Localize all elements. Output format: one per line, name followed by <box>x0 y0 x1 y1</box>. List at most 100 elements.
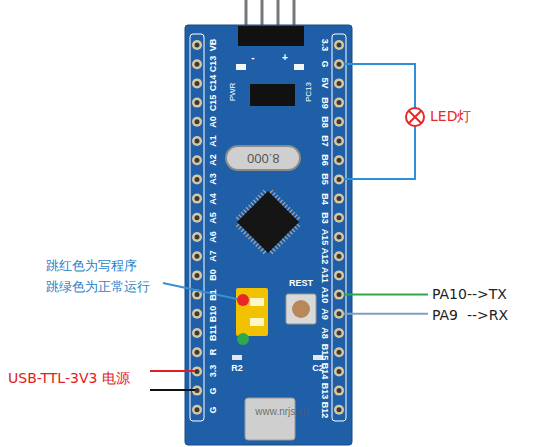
pin-label: B13 <box>320 382 329 399</box>
pin-hole-center <box>337 254 342 259</box>
mcu-pin <box>248 204 252 208</box>
mcu-pin <box>243 209 247 213</box>
jumper-cap <box>250 318 264 326</box>
mcu-pin <box>289 209 293 213</box>
pin-hole-center <box>337 369 342 374</box>
pin-hole-center <box>337 158 342 163</box>
pin-hole-center <box>337 273 342 278</box>
header-base <box>238 26 304 46</box>
pin-label: A10 <box>320 286 329 303</box>
resistor <box>232 355 242 360</box>
jumper-cap <box>250 298 264 306</box>
pin-label: A3 <box>209 174 218 186</box>
pin-hole-center <box>195 331 200 336</box>
mcu-pin <box>297 224 301 228</box>
mcu-pin <box>272 248 276 252</box>
mcu-pin <box>246 207 250 211</box>
pin-label: A2 <box>209 154 218 166</box>
mcu-pin <box>255 243 259 247</box>
pin-hole-center <box>195 273 200 278</box>
pin-label: B5 <box>320 174 329 186</box>
pin-hole <box>334 405 344 415</box>
mcu-pin <box>270 190 274 194</box>
pin-hole <box>334 270 344 280</box>
pin-hole <box>192 270 202 280</box>
power-wire <box>150 370 195 372</box>
reset-cap <box>292 300 310 318</box>
pin-label: B7 <box>320 135 329 147</box>
pin-hole <box>334 251 344 261</box>
pin-label: B15 <box>320 344 329 361</box>
pin-hole <box>334 213 344 223</box>
pin-hole-center <box>337 119 342 124</box>
pin-hole <box>334 232 344 242</box>
pin-label: 3.3 <box>209 365 218 378</box>
pin-label: C14 <box>209 75 218 92</box>
usb-connector <box>245 398 295 440</box>
boot-jumper <box>236 288 268 336</box>
pin-label: G <box>209 387 218 394</box>
pin-label: R <box>209 349 218 356</box>
pin-hole <box>192 136 202 146</box>
mcu-pin <box>297 217 301 221</box>
mcu-pin <box>236 217 240 221</box>
mcu-pin <box>294 214 298 218</box>
pin-hole-center <box>195 139 200 144</box>
pin-label: B3 <box>320 212 329 224</box>
pin-label: 3.3 <box>320 39 329 52</box>
mcu-pin <box>250 238 254 242</box>
pin-label: C15 <box>209 94 218 111</box>
silk-label: PWR <box>229 83 237 102</box>
pin-hole-center <box>195 350 200 355</box>
silk-outline <box>332 34 346 421</box>
pin-label: B8 <box>320 116 329 128</box>
pin-hole-center <box>195 177 200 182</box>
pin-label: B1 <box>209 289 218 301</box>
pin-hole-center <box>195 254 200 259</box>
pin-label: B0 <box>209 270 218 282</box>
pin-hole-center <box>195 81 200 86</box>
led-wire <box>344 64 415 179</box>
polarity-mark: - <box>251 53 254 63</box>
mcu-pin <box>241 229 245 233</box>
pin-label: A9 <box>320 308 329 320</box>
mcu-body <box>237 191 299 253</box>
pin-hole <box>192 40 202 50</box>
pin-label: G <box>320 61 329 68</box>
silk-outline <box>190 34 204 421</box>
pin-hole-center <box>337 100 342 105</box>
pin-holes <box>192 40 344 415</box>
mcu-pin <box>292 229 296 233</box>
mcu-pin <box>238 214 242 218</box>
pin-label: C13 <box>209 56 218 73</box>
mcu-pin <box>289 231 293 235</box>
mcu-pin <box>287 233 291 237</box>
pin-hole-center <box>337 235 342 240</box>
led <box>294 64 304 70</box>
mcu-pin <box>282 202 286 206</box>
pin-hole-center <box>195 311 200 316</box>
pin-hole <box>192 59 202 69</box>
pin-hole <box>334 309 344 319</box>
mcu-pin <box>282 238 286 242</box>
annotation: 跳绿色为正常运行 <box>46 280 150 293</box>
pin-hole <box>334 290 344 300</box>
pin-hole-center <box>337 407 342 412</box>
pin-hole <box>192 155 202 165</box>
mcu-pin <box>241 212 245 216</box>
pin-hole-center <box>337 311 342 316</box>
mcu-pin <box>250 202 254 206</box>
pin-label: A12 <box>320 248 329 265</box>
mcu-pin <box>284 236 288 240</box>
led-symbol <box>406 108 424 126</box>
mcu-pin <box>263 251 267 255</box>
pin-hole-center <box>195 388 200 393</box>
pin-hole-center <box>195 62 200 67</box>
mcu-pin <box>277 197 281 201</box>
mcu-pin <box>275 195 279 199</box>
mcu-pin <box>294 226 298 230</box>
pin-hole-center <box>337 350 342 355</box>
annotation: 跳红色为写程序 <box>46 259 137 272</box>
pin-hole-center <box>195 196 200 201</box>
